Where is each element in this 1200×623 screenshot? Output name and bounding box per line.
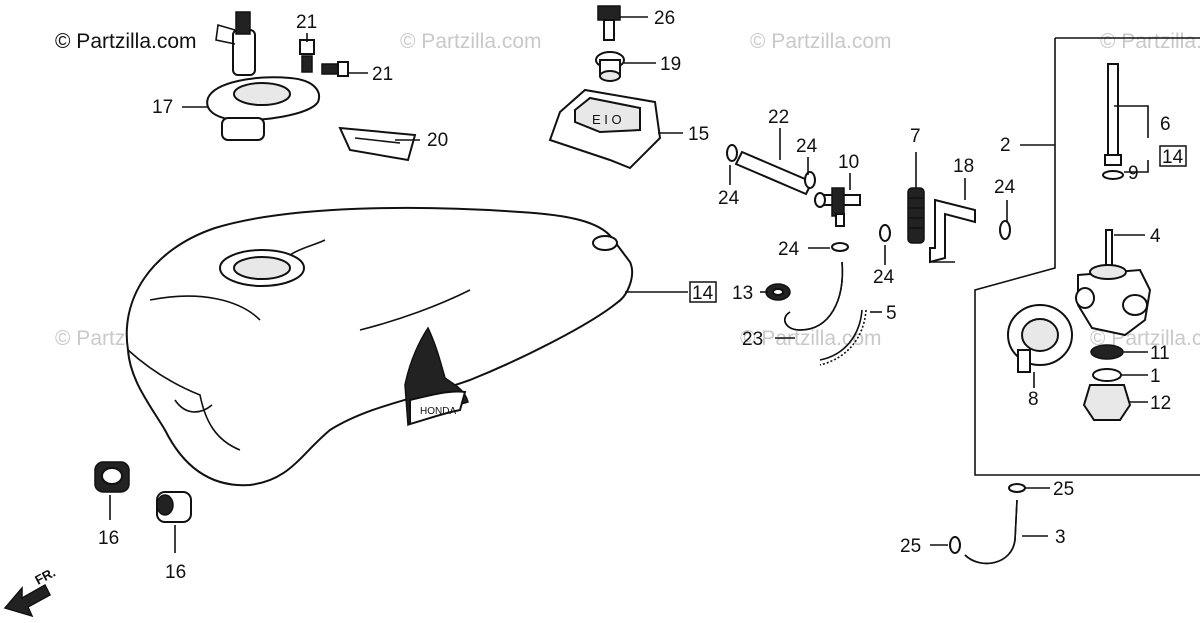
callout-17: 17 [152,97,173,118]
fuel-cock-body [1075,264,1152,337]
callout-21: 21 [372,64,393,85]
callout-14: 14 [1162,147,1184,168]
callout-24: 24 [994,177,1016,198]
leader-lines [109,16,1149,553]
callout-11: 11 [1150,343,1170,364]
tube-22 [734,150,814,196]
screw-21-right [321,61,349,77]
callout-19: 19 [660,54,681,75]
callout-12: 12 [1150,393,1171,414]
fuel-tank: HONDA [125,206,634,487]
o-ring-24 [879,224,891,242]
callout-6: 6 [1160,114,1171,135]
hose-clip-13 [765,283,791,301]
callout-16: 16 [165,562,186,583]
honda-emblem-text: HONDA [420,406,456,417]
front-direction-arrow: FR. [3,565,58,618]
watermark: © Partzilla.com [400,30,542,53]
o-ring-24 [804,171,816,189]
watermark: © Partzilla.com [740,327,882,350]
fuel-hose-23 [784,261,844,331]
filter-cup-12 [1082,384,1132,421]
fuel-cap-assembly [206,11,320,141]
fuel-cock-assembly-frame [974,37,1200,476]
callout-24: 24 [718,188,740,209]
callout-10: 10 [838,152,859,173]
collar-19 [595,51,625,82]
callout-13: 13 [732,283,753,304]
callout-9: 9 [1128,163,1139,184]
callout-23: 23 [742,329,763,350]
callout-1: 1 [1150,366,1161,387]
callout-18: 18 [953,156,974,177]
callout-24: 24 [873,267,895,288]
callout-20: 20 [427,130,448,151]
screw-21-upper [299,39,315,73]
callout-labels: 17 21 21 20 26 19 15 22 24 24 10 24 24 1… [98,8,1187,583]
callout-box [689,281,717,303]
callout-box [1159,145,1187,167]
direction-label: FR. [32,565,58,588]
callout-15: 15 [688,124,709,145]
callout-8: 8 [1028,389,1039,410]
watermark: © Partzilla.com [750,30,892,53]
callout-7: 7 [910,126,921,147]
callout-2: 2 [1000,135,1011,156]
gasket-11 [1090,344,1124,360]
callout-5: 5 [886,303,897,324]
callout-14: 14 [692,283,714,304]
decal-20 [338,126,417,162]
o-ring-1 [1092,368,1122,382]
fuel-hose-3 [964,499,1018,565]
o-ring-24 [999,220,1011,240]
clip-25 [949,536,961,554]
fuel-joint-10 [814,187,861,227]
callout-22: 22 [768,107,789,128]
callout-24: 24 [778,239,800,260]
callout-21: 21 [296,12,317,33]
o-ring-24 [831,242,849,252]
callout-26: 26 [654,8,675,29]
bolt-6 [1104,63,1122,166]
o-ring-24 [726,144,738,162]
cushion-rubber-16 [156,491,192,523]
watermark: © Partzilla.com [1100,30,1200,53]
lever-18 [929,198,976,264]
callout-16: 16 [98,528,119,549]
callout-4: 4 [1150,226,1161,247]
copyright-notice: © Partzilla.com [55,30,197,53]
spring-7 [907,187,925,244]
lever-assembly-8 [1007,304,1073,373]
callout-24: 24 [796,136,818,157]
o-ring-25 [1008,483,1026,493]
spring-5 [819,309,867,366]
callout-25: 25 [1053,479,1074,500]
washer-9 [1102,170,1124,180]
callout-25: 25 [900,536,921,557]
cushion-rubber-16 [94,461,130,493]
bolt-26 [597,5,621,41]
badge-text: E I O [592,112,622,127]
callout-3: 3 [1055,527,1066,548]
tank-badge-15: E I O [548,88,662,170]
